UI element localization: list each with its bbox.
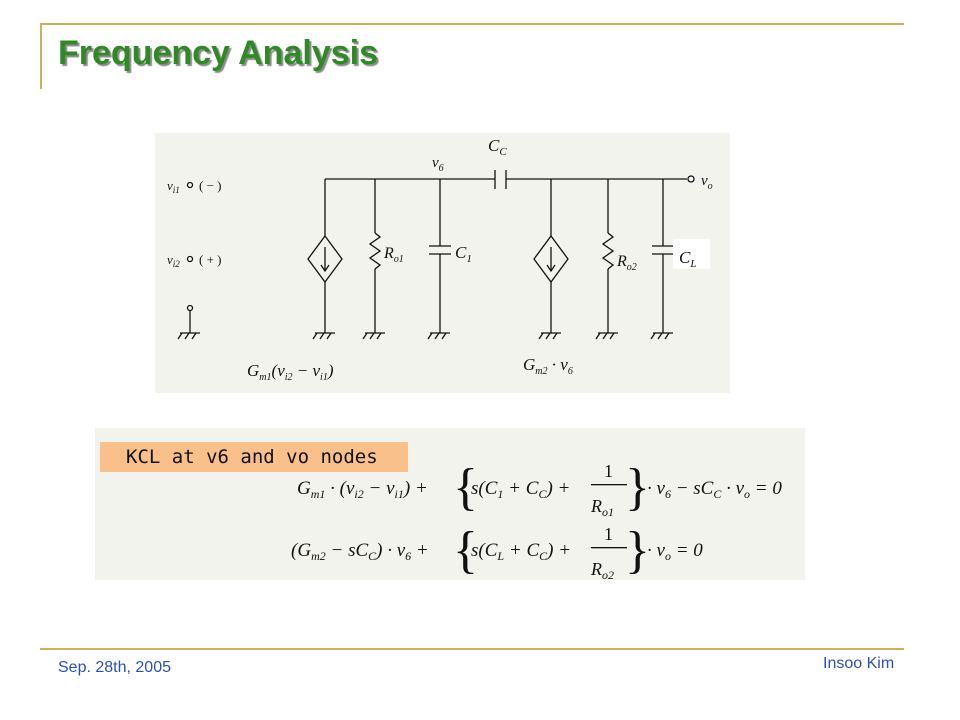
svg-text:vo: vo [701,173,713,192]
svg-text:Ro1: Ro1 [383,245,404,265]
svg-text:{: { [453,459,478,516]
svg-text:1: 1 [604,461,613,481]
svg-text:s(CL + CC) +: s(CL + CC) + [471,540,571,563]
svg-text:C1: C1 [455,243,472,265]
svg-text:( + ): ( + ) [199,252,222,267]
svg-text:v6: v6 [432,155,444,174]
svg-text:CC: CC [488,136,507,158]
svg-text:}: } [625,459,650,516]
footer-author: Insoo Kim [823,655,895,672]
svg-text:Ro2: Ro2 [590,559,614,580]
svg-text:Gm1(vi2 − vi1): Gm1(vi2 − vi1) [247,361,334,383]
svg-text:{: { [453,522,478,579]
svg-text:( − ): ( − ) [199,178,222,193]
footer-date: Sep. 28th, 2005 [58,659,171,676]
frame-bottom-line [40,648,904,650]
svg-text:vi2: vi2 [167,252,180,269]
svg-text:Gm1 · (vi2 − vi1) +: Gm1 · (vi2 − vi1) + [297,478,428,501]
frame-top-line [40,23,904,25]
svg-text:· v6 − sCC · vo = 0: · v6 − sCC · vo = 0 [647,478,782,501]
svg-text:s(C1 + CC) +: s(C1 + CC) + [471,478,570,501]
svg-text:vi1: vi1 [167,178,180,195]
svg-text:· vo = 0: · vo = 0 [647,540,703,563]
frame-left-line [40,23,42,89]
svg-text:Ro1: Ro1 [590,496,614,519]
circuit-diagram: vi1 ( − ) vi2 ( + ) v6 CC vo Ro1 C1 Ro2 … [155,133,730,393]
kcl-label: KCL at v6 and vo nodes [100,442,408,472]
svg-text:}: } [625,522,650,579]
svg-text:(Gm2 − sCC) · v6 +: (Gm2 − sCC) · v6 + [291,540,429,563]
slide-title: Frequency Analysis [58,34,378,72]
svg-text:Gm2 · v6: Gm2 · v6 [523,355,573,377]
svg-text:Ro2: Ro2 [616,253,637,273]
svg-text:1: 1 [604,524,613,544]
